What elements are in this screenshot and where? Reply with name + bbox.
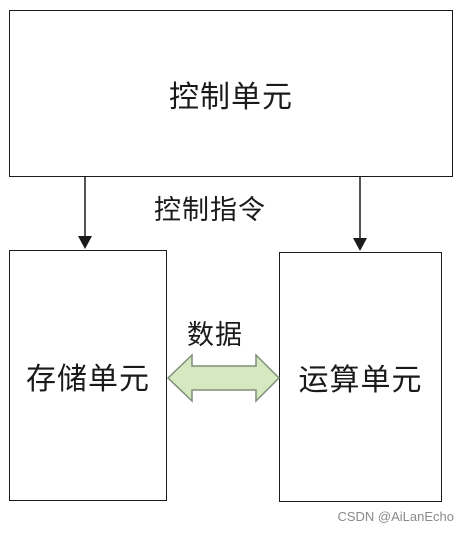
control-unit-label: 控制单元 [169,79,293,115]
control-unit-box: 控制单元 [9,10,453,177]
control-to-alu-arrow [353,177,367,251]
control-instruction-label: 控制指令 [154,195,266,226]
data-label: 数据 [187,320,243,351]
storage-unit-box: 存储单元 [9,250,167,501]
data-bidirectional-arrow [166,353,281,403]
storage-unit-label: 存储单元 [26,361,150,397]
alu-unit-label: 运算单元 [298,363,423,398]
alu-unit-box: 运算单元 [279,252,442,502]
watermark: CSDN @AiLanEcho [337,509,454,524]
control-to-storage-arrow [78,177,92,249]
